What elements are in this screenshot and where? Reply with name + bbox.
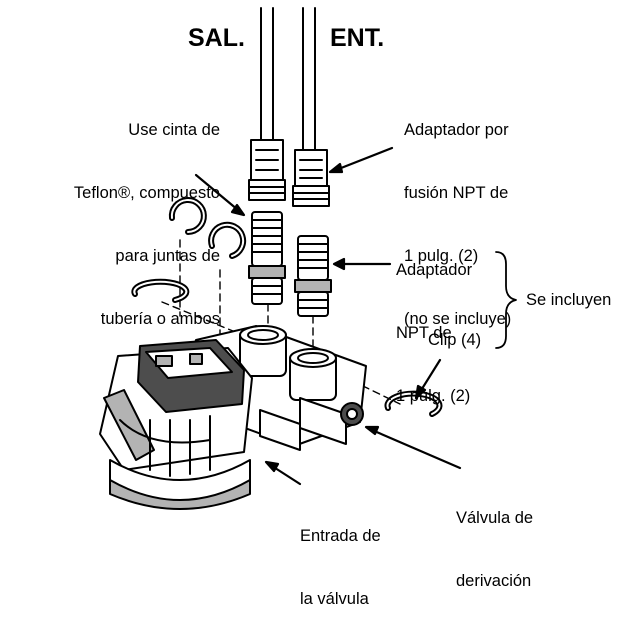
bypass-arrow-line [370, 428, 462, 470]
valve-inlet-callout: Entrada de la válvula [300, 484, 381, 631]
clip-lower-left [131, 278, 190, 303]
leader-lines [194, 146, 462, 486]
clip-upper-middle [208, 221, 247, 259]
bypass-arrowhead [364, 425, 380, 436]
included-brace [495, 251, 517, 349]
teflon-callout-line: para juntas de [115, 247, 220, 265]
clip-arrowhead [414, 384, 427, 400]
teflon-callout-line: Use cinta de [128, 121, 220, 139]
fusion-adapter-callout: Adaptador por fusión NPT de 1 pulg. (2) … [404, 78, 511, 351]
bypass-valve-callout-line: Válvula de [456, 509, 534, 527]
fusion-arrow-line [334, 146, 394, 172]
npt-arrowhead [332, 257, 346, 271]
outlet-pipe [260, 7, 274, 141]
teflon-callout-line: Teflon®, compuesto [73, 184, 220, 202]
fusion-adapter-callout-line: Adaptador por [404, 121, 509, 139]
npt-adapter-left [248, 211, 286, 305]
inlet-heading: ENT. [330, 24, 385, 52]
installation-diagram [99, 7, 517, 510]
inlet-arrow-line [270, 464, 302, 486]
teflon-callout: Use cinta de Teflon®, compuesto para jun… [40, 78, 220, 351]
fusion-adapter-inlet [292, 149, 330, 207]
npt-adapter-callout: Adaptador NPT de 1 pulg. (2) [396, 218, 472, 428]
valve-inlet-callout-line: Entrada de [300, 527, 381, 545]
npt-adapter-callout-line: NPT de [396, 324, 452, 342]
fusion-adapter-outlet [248, 139, 286, 201]
fusion-adapter-callout-line: fusión NPT de [404, 184, 509, 202]
inlet-arrowhead [264, 460, 280, 473]
clip-upper-left [168, 197, 207, 235]
clip-arrow-line [418, 358, 442, 394]
outlet-heading: SAL. [188, 24, 245, 52]
teflon-callout-line: tubería o ambos [100, 310, 220, 328]
teflon-arrow-line [194, 173, 240, 212]
control-valve [99, 339, 253, 510]
bypass-valve-callout-line: derivación [456, 572, 532, 590]
fusion-adapter-callout-line: (no se incluye) [404, 310, 512, 328]
inlet-pipe [302, 7, 316, 151]
bypass-valve-callout: Válvula de derivación [456, 466, 533, 613]
fusion-arrowhead [328, 162, 344, 174]
clip-callout: Clip (4) [428, 331, 482, 349]
fusion-adapter-callout-line: 1 pulg. (2) [404, 247, 479, 265]
valve-inlet-callout-line: la válvula [300, 590, 369, 608]
npt-adapter-callout-line: 1 pulg. (2) [396, 387, 471, 405]
teflon-arrowhead [230, 203, 246, 217]
npt-adapter-right [294, 235, 332, 317]
npt-adapter-callout-line: Adaptador [396, 261, 473, 279]
included-label: Se incluyen [526, 291, 612, 309]
